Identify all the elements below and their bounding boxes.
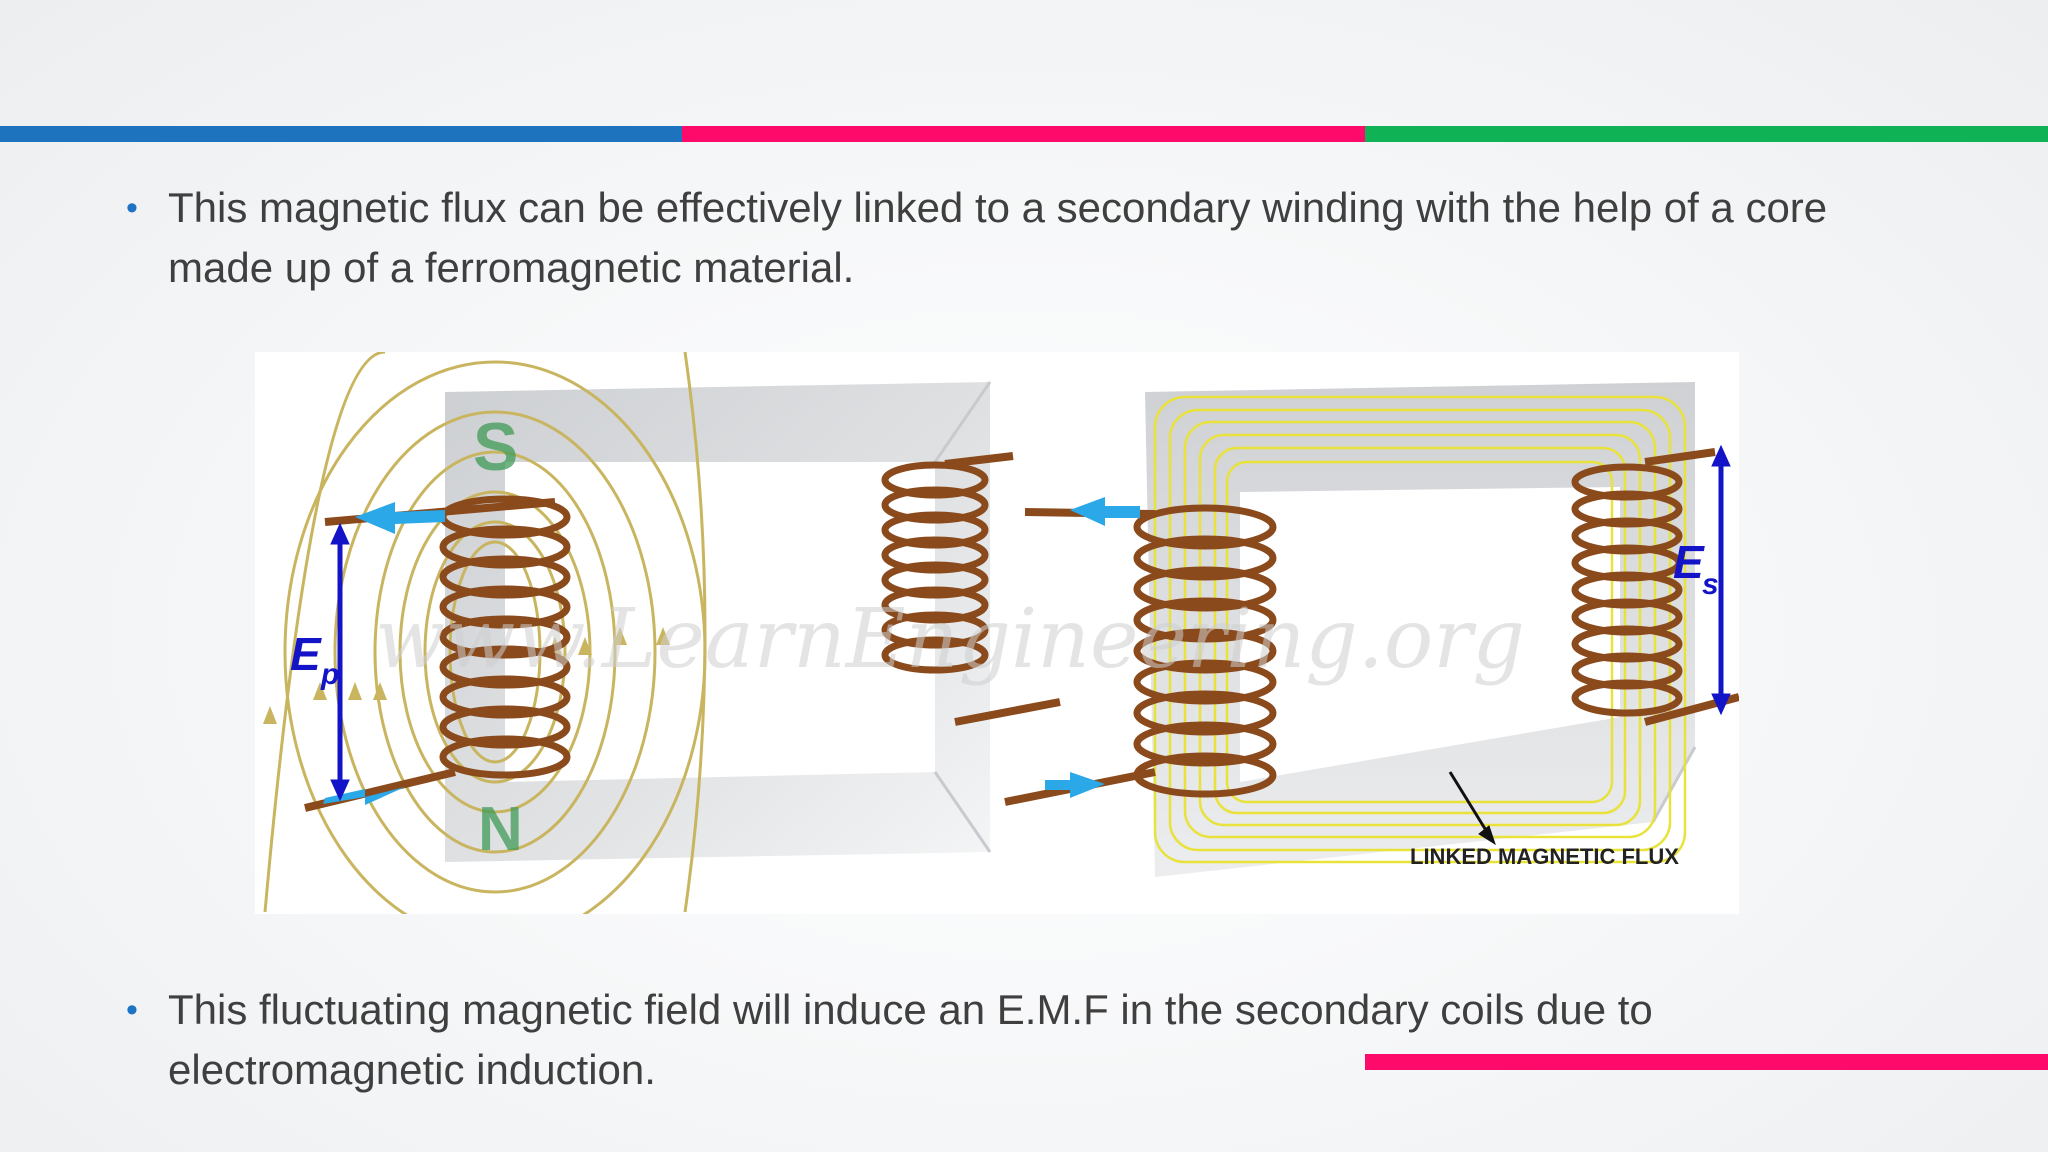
bullet-line: This fluctuating magnetic field will ind… xyxy=(168,986,1653,1033)
es-subscript: s xyxy=(1702,568,1719,601)
bullet-text: This fluctuating magnetic field will ind… xyxy=(168,980,1988,1100)
top-bar-green xyxy=(1365,126,2048,142)
flux-caption: LINKED MAGNETIC FLUX xyxy=(1410,844,1679,869)
current-arrows-primary xyxy=(323,502,445,805)
current-arrows-secondary xyxy=(1045,497,1140,798)
bullet-line: This magnetic flux can be effectively li… xyxy=(168,184,1828,231)
watermark: www.LearnEngineering.org xyxy=(375,592,1525,687)
bullet-line: electromagnetic induction. xyxy=(168,1046,656,1093)
left-secondary-coil xyxy=(881,452,1061,726)
bullet-icon: • xyxy=(126,189,138,227)
transformer-figure: S N E p xyxy=(255,352,1739,914)
es-arrow xyxy=(1711,444,1731,716)
ep-arrow xyxy=(330,522,350,802)
bullet-item-2: • This fluctuating magnetic field will i… xyxy=(126,980,1990,1104)
right-core xyxy=(1145,382,1697,877)
bullet-icon: • xyxy=(126,991,138,1029)
pole-n-label: N xyxy=(478,795,523,864)
bullet-text: This magnetic flux can be effectively li… xyxy=(168,178,1988,298)
top-bar-pink xyxy=(682,126,1365,142)
es-label: E xyxy=(1673,536,1705,588)
pole-s-label: S xyxy=(473,409,518,485)
ep-subscript: p xyxy=(320,658,339,691)
top-bar-blue xyxy=(0,126,682,142)
bottom-accent-bar xyxy=(1365,1054,2048,1070)
flux-pointer-arrow xyxy=(1448,771,1496,846)
left-core xyxy=(445,381,992,862)
right-secondary-coil xyxy=(1571,448,1739,726)
bullet-line: made up of a ferromagnetic material. xyxy=(168,244,855,291)
bullet-item-1: • This magnetic flux can be effectively … xyxy=(126,178,1990,302)
ep-label: E xyxy=(290,628,322,680)
